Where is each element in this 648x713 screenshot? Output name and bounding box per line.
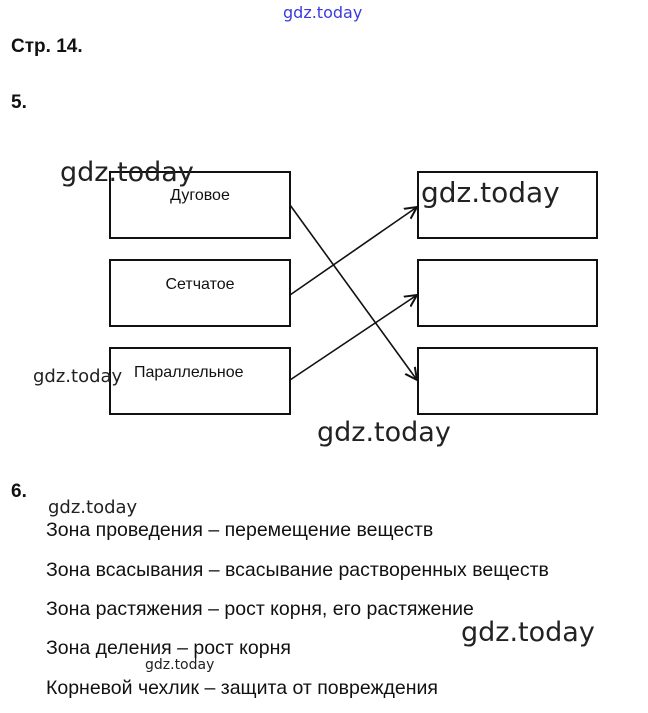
left-box-2 [109,259,291,327]
watermark: gdz.today [145,657,215,673]
watermark: gdz.today [461,617,595,648]
answer-line: Зона деления – рост корня [46,637,291,659]
watermark: gdz.today [33,366,123,387]
right-box-3 [417,347,598,415]
answer-line: Зона растяжения – рост корня, его растяж… [46,598,474,620]
page-heading: Стр. 14. [11,36,83,57]
right-box-2 [417,259,598,327]
watermark: gdz.today [421,176,560,209]
arrow-3-to-2 [289,295,417,381]
answer-line: Зона проведения – перемещение веществ [46,519,434,541]
left-box-label: Параллельное [134,364,244,381]
watermark: gdz.today [317,417,451,448]
task-5-number: 5. [11,92,27,113]
arrow-2-to-1 [289,207,417,296]
watermark-top: gdz.today [283,3,363,22]
right-box-1 [417,171,598,239]
watermark: gdz.today [60,157,194,188]
task-6-number: 6. [11,481,27,502]
left-box-3 [109,347,291,415]
arrow-1-to-3 [289,204,417,380]
watermark: gdz.today [48,497,138,518]
answer-line: Зона всасывания – всасывание растворенны… [46,559,549,581]
left-box-label: Дуговое [170,187,230,204]
left-box-label: Сетчатое [165,276,235,293]
answer-line: Корневой чехлик – защита от повреждения [46,677,438,699]
